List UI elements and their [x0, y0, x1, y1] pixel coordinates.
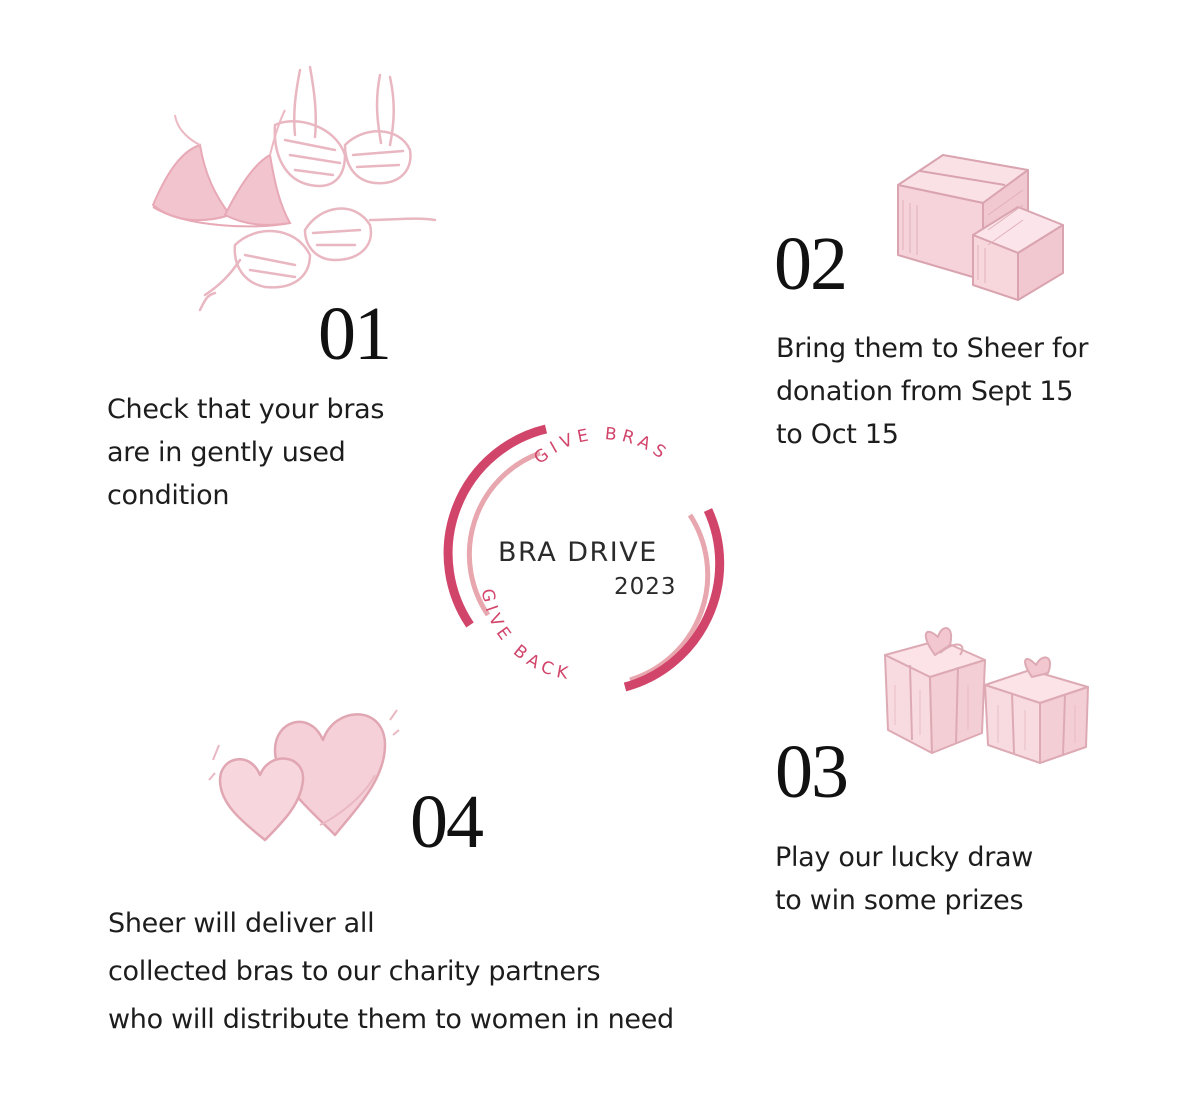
svg-text:GIVE BACK: GIVE BACK: [477, 587, 575, 685]
step-2-description: Bring them to Sheer for donation from Se…: [776, 327, 1089, 456]
step-number: 04: [410, 780, 484, 864]
bras-icon: [151, 65, 437, 312]
boxes-icon: [897, 154, 1064, 301]
text-line: are in gently used: [107, 437, 346, 468]
text-line: condition: [107, 480, 230, 511]
text-line: Sheer will deliver all: [108, 908, 375, 939]
step-3-description: Play our lucky draw to win some prizes: [775, 836, 1033, 922]
gift-boxes-icon: [884, 627, 1089, 764]
badge-arc-top: GIVE BRAS: [530, 424, 668, 469]
text-line: who will distribute them to women in nee…: [108, 1004, 674, 1035]
step-4-description: Sheer will deliver all collected bras to…: [108, 900, 674, 1044]
text-line: Play our lucky draw: [775, 842, 1034, 873]
step-number: 03: [775, 730, 849, 814]
text-line: collected bras to our charity partners: [108, 956, 601, 987]
badge-year: 2023: [614, 574, 677, 600]
badge-arc-bottom: GIVE BACK: [477, 587, 570, 685]
text-line: to Oct 15: [776, 419, 899, 450]
text-line: to win some prizes: [775, 885, 1024, 916]
badge-title: BRA DRIVE: [498, 537, 658, 568]
bra-drive-badge: GIVE BRAS GIVE BACK: [443, 424, 725, 692]
text-line: Check that your bras: [107, 394, 385, 425]
svg-text:GIVE BRAS: GIVE BRAS: [530, 424, 673, 469]
step-number: 02: [774, 222, 848, 306]
step-number: 01: [318, 292, 392, 376]
text-line: Bring them to Sheer for: [776, 333, 1089, 364]
text-line: donation from Sept 15: [776, 376, 1074, 407]
hearts-icon: [208, 709, 400, 842]
step-1-description: Check that your bras are in gently used …: [107, 388, 385, 517]
